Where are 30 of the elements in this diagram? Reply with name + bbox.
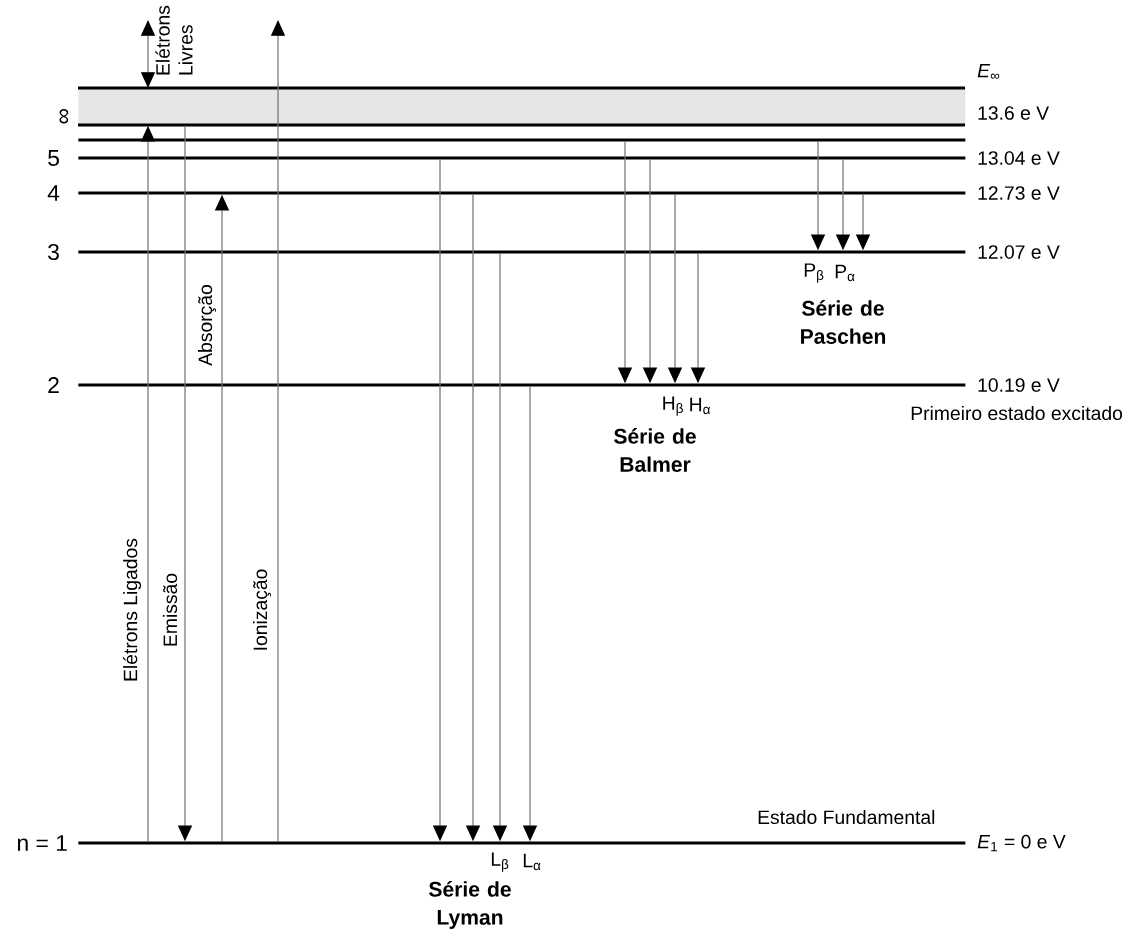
energy-label: Primeiro estado excitado [911,405,1123,421]
level-number: n = 1 [18,835,67,851]
energy-label: 13.6 e V [978,106,1049,120]
energy-label: E$_{∞}$ [977,63,1000,79]
edge-label: H$_{α}$ [690,397,711,415]
energy-label: 13.04 e V [978,151,1060,165]
edge-label: Ionização [252,569,272,650]
edge-label: P$_{α}$ [835,264,855,282]
edge-label: L$_{α}$ [523,853,541,871]
edge-label: Elétrons Livres [155,5,193,75]
energy-label: 12.73 e V [978,186,1060,200]
edge-label: L$_{β}$ [491,852,509,872]
edge-label: Absorção [197,285,217,366]
edge-label: Elétrons Ligados [122,538,142,681]
series-label: Série de Paschen [801,300,886,344]
energy-label: E$_{1}$ = 0 e V [977,834,1066,852]
edge-label: H$_{β}$ [663,396,683,416]
energy-label: 12.07 e V [978,245,1060,259]
edge-label: Emissão [162,573,178,646]
level-number: ∞ [59,109,69,124]
level-number: 5 [48,150,59,166]
energy-label: Estado Fundamental [758,809,935,825]
edge-label: P$_{β}$ [804,263,824,283]
series-label: Série de Balmer [614,428,696,472]
level-number: 4 [47,185,60,201]
level-number: 3 [48,243,59,261]
transition-arrow [140,20,156,88]
energy-label: 10.19 e V [978,378,1060,392]
series-label: Série de Lyman [429,881,511,929]
level-number: 2 [48,377,59,393]
